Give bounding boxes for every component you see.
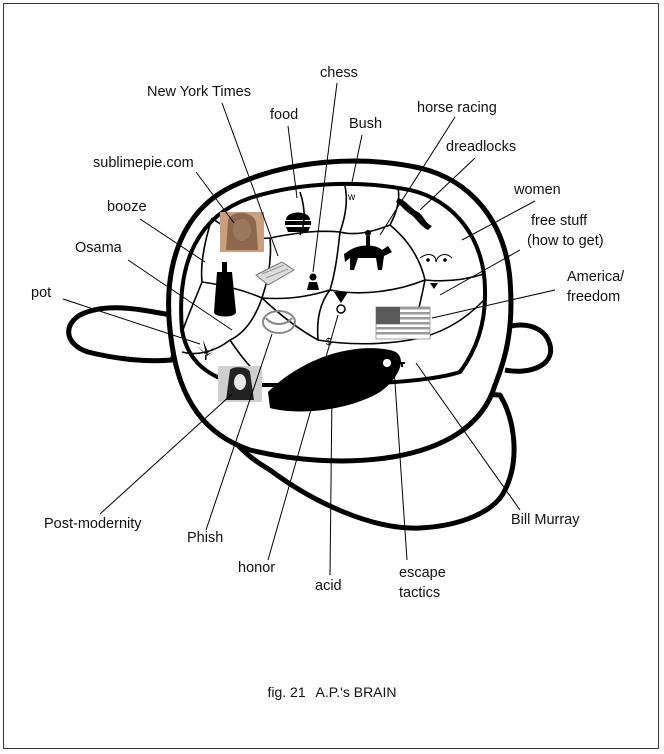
label-sublimepie: sublimepie.com: [93, 155, 194, 171]
label-free-stuff-line1: free stuff: [531, 213, 588, 229]
triangle-icon: [430, 283, 438, 289]
label-bill-murray: Bill Murray: [511, 512, 580, 528]
post-modernity-photo: [218, 366, 262, 402]
sublimepie-photo: [220, 212, 264, 252]
label-escape-line2: tactics: [399, 585, 441, 601]
bush-w-icon: w: [347, 192, 356, 203]
label-women: women: [514, 182, 561, 198]
dreadlocks-icon: [396, 198, 432, 230]
label-phish: Phish: [187, 530, 224, 546]
figure-caption: fig. 21 A.P.'s BRAIN: [0, 684, 664, 700]
label-bush: Bush: [349, 116, 383, 132]
label-america-line1: America/: [567, 269, 625, 285]
women-icon: [419, 254, 453, 263]
right-blob: [498, 322, 554, 374]
label-escape-line1: escape: [399, 565, 446, 581]
bottle-icon: [214, 262, 236, 317]
honor-medal-icon: [334, 292, 348, 314]
burger-icon: [285, 212, 311, 232]
horse-rider-icon: [344, 230, 392, 270]
label-new-york-times: New York Times: [147, 84, 251, 100]
key-icon: [381, 357, 405, 369]
acid-blob: [268, 348, 401, 412]
figure-frame: [3, 3, 659, 749]
label-pot: pot: [31, 285, 52, 301]
region-dividers: [181, 185, 485, 379]
label-america-line2: freedom: [567, 289, 621, 305]
label-free-stuff-line2: (how to get): [527, 233, 604, 249]
label-osama: Osama: [75, 240, 122, 256]
label-booze: booze: [107, 199, 147, 215]
phish-logo-icon: [262, 310, 296, 334]
label-horse-racing: horse racing: [417, 100, 497, 116]
newspaper-icon: [255, 261, 295, 286]
american-flag-icon: [375, 306, 431, 340]
caption-title: A.P.'s BRAIN: [315, 684, 397, 700]
dollar-icon: $: [326, 337, 332, 348]
label-honor: honor: [238, 560, 276, 576]
pot-leaf-icon: [196, 340, 216, 360]
chess-pawn-icon: [307, 273, 319, 290]
left-blob: [66, 305, 191, 364]
caption-figure-number: fig. 21: [267, 684, 306, 700]
label-chess: chess: [320, 65, 358, 81]
label-post-modernity: Post-modernity: [44, 516, 142, 532]
label-food: food: [270, 107, 299, 123]
label-acid: acid: [315, 578, 342, 594]
leader-lines: [62, 82, 556, 576]
label-dreadlocks: dreadlocks: [446, 139, 517, 155]
